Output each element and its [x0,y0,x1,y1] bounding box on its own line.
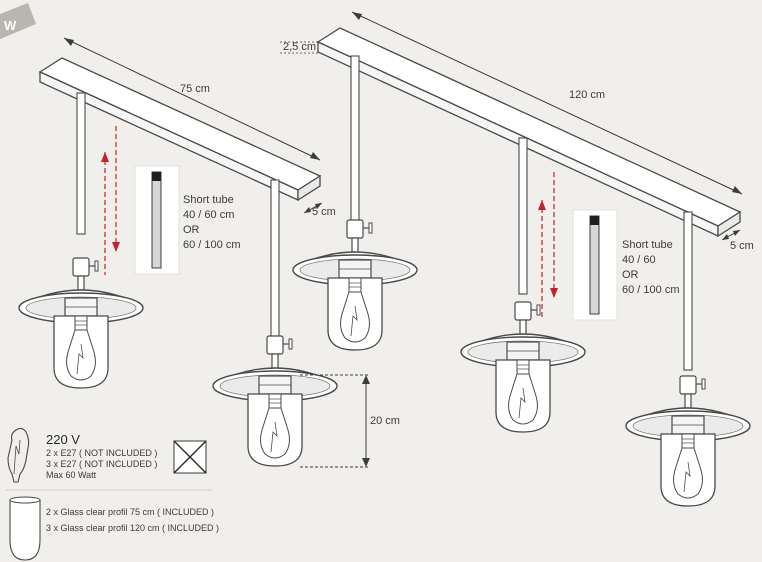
new-badge [0,3,36,40]
height-label-large: 2,5 cm [283,41,317,53]
tube-note-large-line: 40 / 60 [622,254,656,266]
bulb-specs: 2 x E27 ( NOT INCLUDED ) 3 x E27 ( NOT I… [46,448,157,481]
tube-note-small-line: 40 / 60 cm [183,209,235,221]
tube-note-large-line: OR [622,269,639,281]
rod-large-1 [350,55,360,229]
tube-note-small-line: OR [183,224,200,236]
voltage-label: 220 V [46,432,80,447]
length-label-large: 120 cm [569,89,606,101]
rod-large-2 [518,137,528,295]
rod-left [76,92,86,235]
large-canopy [316,27,742,238]
pendant-lamp-5 [625,375,751,507]
depth-label-large: 5 cm [730,240,754,252]
pendant-lamp-1 [18,257,144,389]
glass-spec-line: 2 x Glass clear profil 75 cm ( INCLUDED … [46,507,215,517]
tube-note-large: Short tube 40 / 60 OR 60 / 100 cm [622,238,679,298]
new-badge-text: W [4,18,17,33]
pendant-lamp-3 [292,219,418,351]
tube-note-large-line: Short tube [622,239,673,251]
glass-spec-line: 3 x Glass clear profil 120 cm ( INCLUDED… [46,523,220,533]
bulb-spec-line: 2 x E27 ( NOT INCLUDED ) [46,448,158,458]
glass-icon [9,496,41,561]
length-label-small: 75 cm [180,83,210,95]
small-canopy [38,57,322,202]
pendant-lamp-4 [460,301,586,433]
shade-height-label: 20 cm [370,415,400,427]
bulb-spec-line: Max 60 Watt [46,470,97,480]
pendant-lamp-2 [212,335,338,467]
glass-specs: 2 x Glass clear profil 75 cm ( INCLUDED … [46,504,219,536]
no-dimmer-icon [173,440,207,474]
tube-note-large-line: 60 / 100 cm [622,284,680,296]
rod-large-3 [683,211,693,371]
tube-note-small-line: Short tube [183,194,234,206]
depth-label-small: 5 cm [312,206,336,218]
tube-note-small-line: 60 / 100 cm [183,239,241,251]
rod-small-right [270,179,280,337]
tube-note-small: Short tube 40 / 60 cm OR 60 / 100 cm [183,193,240,253]
bulb-spec-line: 3 x E27 ( NOT INCLUDED ) [46,459,158,469]
bulb-icon [7,427,30,483]
